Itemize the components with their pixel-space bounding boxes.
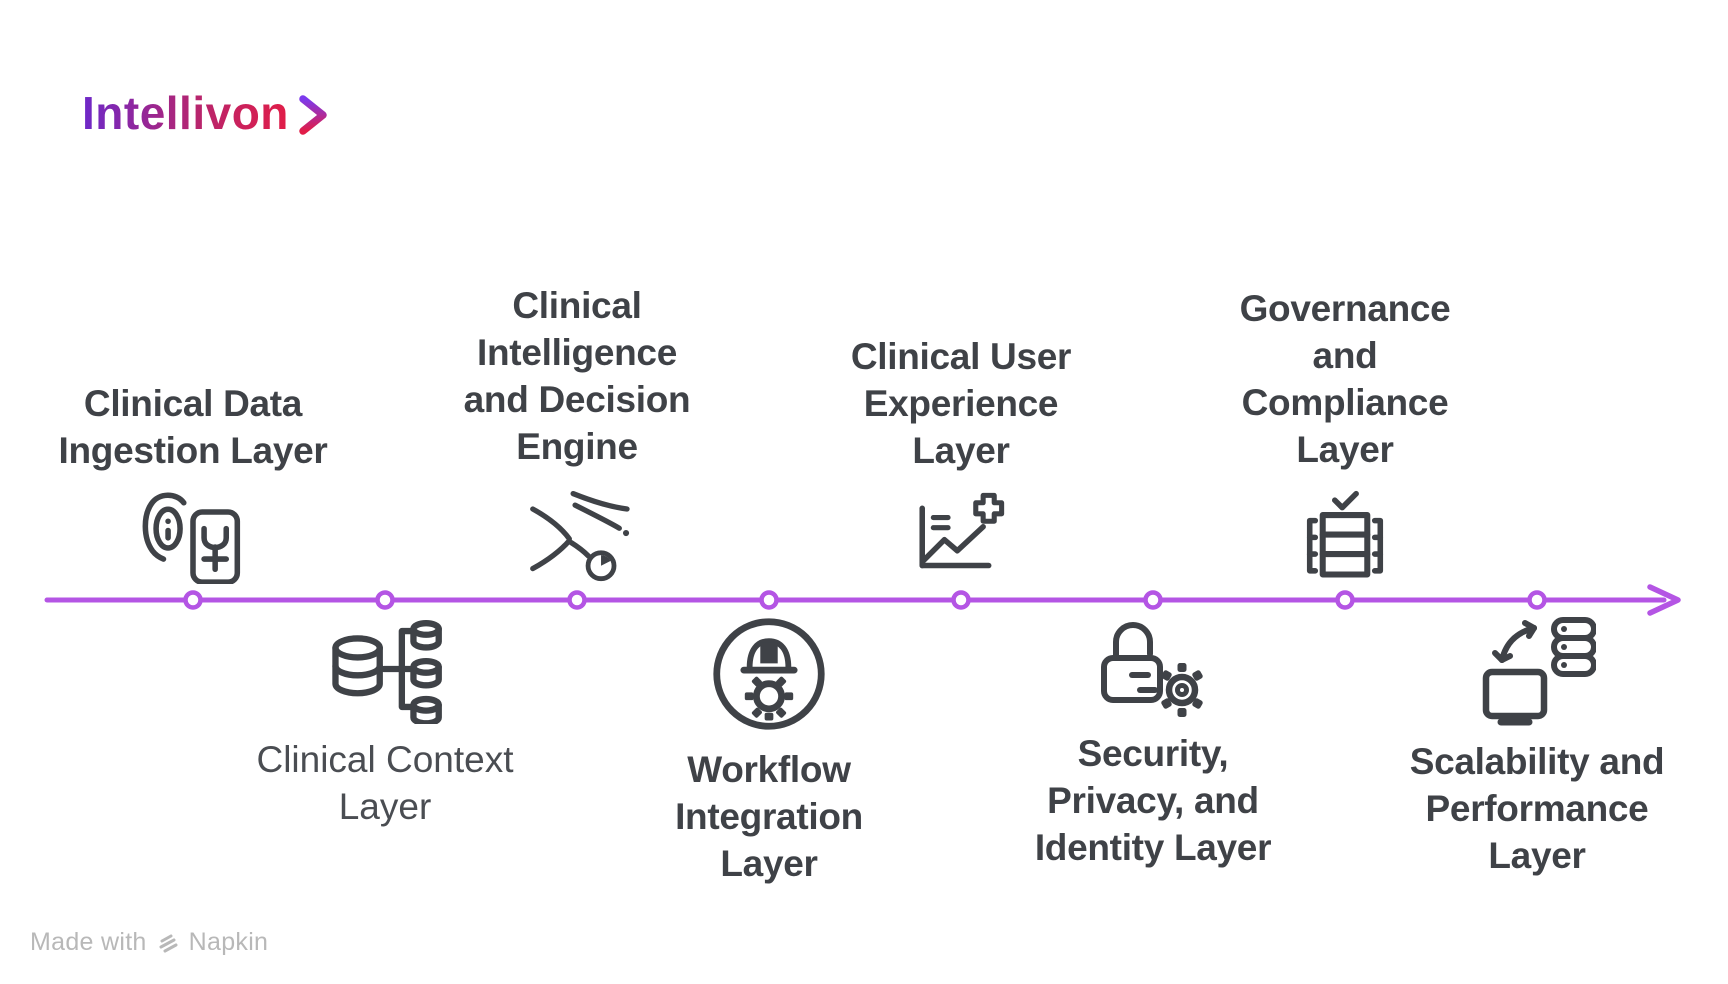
timeline-node (567, 590, 587, 610)
logo-wordmark: Intellivon (82, 87, 289, 139)
layer-column-governance-compliance: Governance and Compliance Layer (1175, 286, 1515, 584)
layer-label: Clinical Context Layer (256, 739, 514, 827)
check-table-icon (1293, 487, 1397, 584)
layer-column-security-privacy-identity: Security, Privacy, and Identity Layer (983, 614, 1323, 872)
layer-label: Clinical Data Ingestion Layer (58, 383, 328, 472)
timeline-node (1143, 590, 1163, 610)
monitor-server-sync-icon (1478, 614, 1596, 726)
layer-label: Clinical User Experience Layer (850, 336, 1072, 472)
layer-label: Scalability and Performance Layer (1409, 741, 1665, 876)
chart-medical-cross-icon (909, 488, 1013, 584)
timeline-arrow-icon (1647, 584, 1681, 616)
layer-column-clinical-context: Clinical Context Layer (215, 614, 555, 831)
database-cluster-icon (326, 614, 444, 724)
fingerprint-device-icon (141, 488, 245, 584)
layer-label: Governance and Compliance Layer (1239, 288, 1451, 471)
intellivon-logo: Intellivon (82, 86, 329, 140)
timeline-node (183, 590, 203, 610)
napkin-brand-text: Napkin (188, 928, 269, 956)
lock-gear-icon (1094, 614, 1212, 718)
timeline-node (951, 590, 971, 610)
timeline-node (759, 590, 779, 610)
logo-chevron-icon (299, 95, 327, 135)
made-with-text: Made with (30, 928, 147, 956)
layer-column-workflow-integration: Workflow Integration Layer (599, 614, 939, 888)
timeline-node (1527, 590, 1547, 610)
engineer-gear-icon (709, 614, 829, 734)
layer-column-clinical-intelligence: Clinical Intelligence and Decision Engin… (407, 283, 747, 584)
layer-label: Clinical Intelligence and Decision Engin… (463, 285, 691, 468)
timeline-node (1335, 590, 1355, 610)
layer-label: Security, Privacy, and Identity Layer (1034, 733, 1272, 868)
layer-column-clinical-data-ingestion: Clinical Data Ingestion Layer (23, 381, 363, 584)
flow-clock-icon (523, 484, 631, 584)
timeline-node (375, 590, 395, 610)
napkin-logo-icon (159, 934, 178, 952)
layer-column-scalability-performance: Scalability and Performance Layer (1367, 614, 1707, 880)
layer-label: Workflow Integration Layer (675, 749, 863, 884)
made-with-napkin: Made with Napkin (30, 928, 268, 957)
layer-column-clinical-user-experience: Clinical User Experience Layer (791, 334, 1131, 584)
timeline (44, 584, 1681, 616)
